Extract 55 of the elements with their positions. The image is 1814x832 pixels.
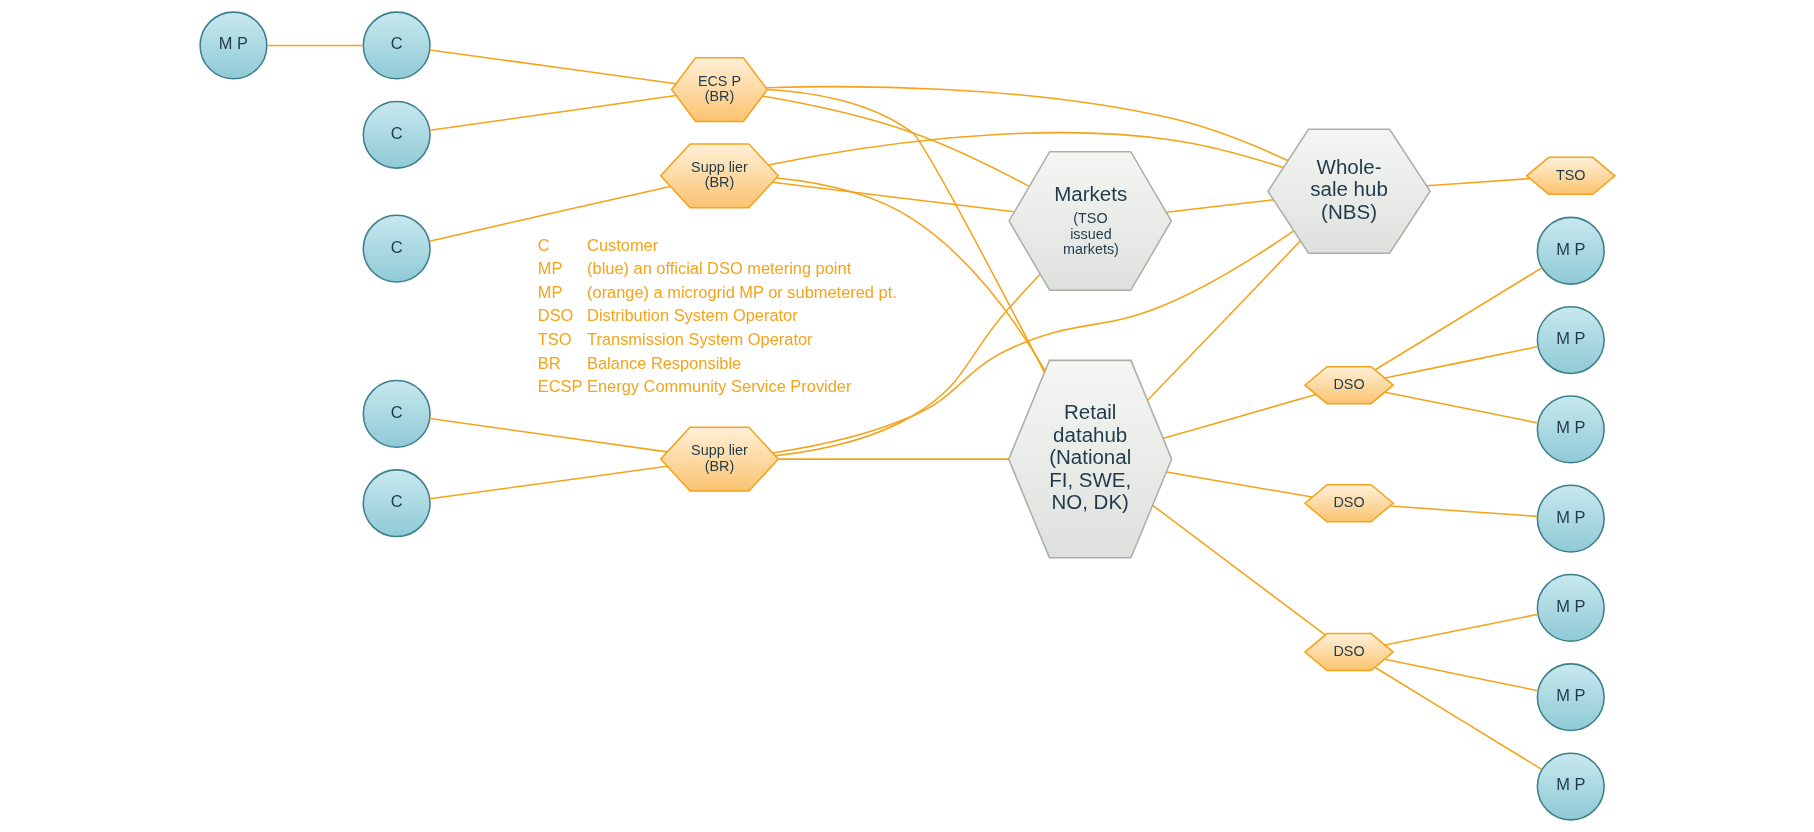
node-circle: M P xyxy=(198,11,268,80)
label: (blue) an official DSO metering point xyxy=(586,259,851,278)
node-circle: C xyxy=(362,469,431,538)
connector xyxy=(1374,267,1542,371)
connector xyxy=(428,465,668,500)
node-circle: M P xyxy=(1536,573,1605,643)
connector xyxy=(1165,471,1313,498)
connector xyxy=(775,177,1046,372)
node-circle: M P xyxy=(1536,395,1605,464)
connector xyxy=(1383,391,1539,424)
label: BR xyxy=(537,353,561,372)
label: Customer xyxy=(586,235,658,254)
connector xyxy=(265,44,364,47)
connector xyxy=(428,49,677,85)
connector xyxy=(777,458,1010,460)
label: Balance Responsible xyxy=(586,353,741,372)
connector xyxy=(771,230,1295,454)
node-circle: M P xyxy=(1536,305,1605,375)
node-circle: C xyxy=(362,100,431,169)
node-circle: C xyxy=(362,379,431,449)
connector xyxy=(1425,177,1530,187)
connector xyxy=(1162,393,1317,440)
connector xyxy=(428,94,677,131)
connector xyxy=(765,88,1045,374)
node-circle: M P xyxy=(1536,663,1605,732)
label: TSO xyxy=(537,329,572,348)
connector xyxy=(1383,345,1539,379)
label: Transmission System Operator xyxy=(586,329,813,348)
connector xyxy=(1165,199,1274,213)
connector xyxy=(428,417,668,453)
node-circle: C xyxy=(362,214,431,283)
label: DSO xyxy=(537,306,573,325)
connector xyxy=(1389,505,1538,518)
label: C xyxy=(537,235,550,254)
connector xyxy=(1383,658,1539,692)
connector xyxy=(1374,666,1542,771)
label: Distribution System Operator xyxy=(586,306,798,325)
label: MP xyxy=(537,259,562,278)
connector xyxy=(764,85,1288,162)
node-circle: C xyxy=(362,11,431,80)
label: Energy Community Service Provider xyxy=(586,377,851,396)
connector xyxy=(1383,613,1539,646)
label: (orange) a microgrid MP or submetered pt. xyxy=(586,282,897,301)
connector xyxy=(774,273,1041,457)
connector xyxy=(771,181,1015,213)
connector xyxy=(767,131,1284,169)
connector xyxy=(428,185,671,243)
label: MP xyxy=(537,282,562,301)
node-circle: M P xyxy=(1536,752,1605,821)
connector xyxy=(1146,240,1301,402)
connector xyxy=(1151,504,1326,636)
node-circle: M P xyxy=(1536,484,1605,553)
label: ECSP xyxy=(537,377,582,396)
connector xyxy=(761,95,1030,188)
node-circle: M P xyxy=(1536,216,1605,285)
